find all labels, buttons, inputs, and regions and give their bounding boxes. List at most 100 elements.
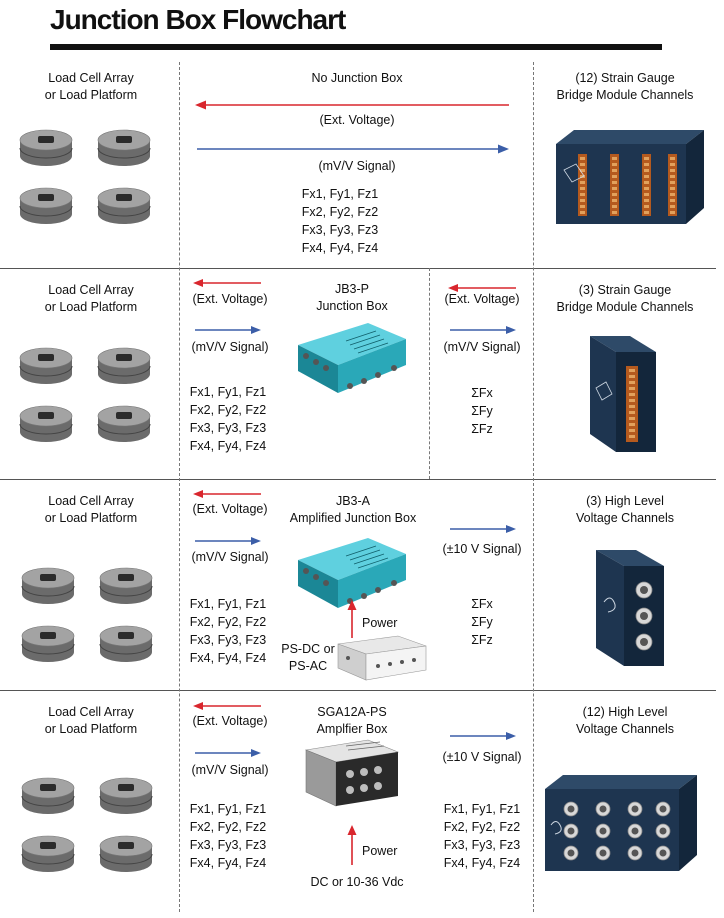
power-source-label: DC or 10-36 Vdc bbox=[310, 875, 404, 889]
load-cell-icon bbox=[21, 567, 75, 604]
load-cell-icon bbox=[19, 187, 73, 224]
load-cell-icon bbox=[21, 777, 75, 814]
bnc-connector-icon bbox=[655, 801, 671, 817]
page-title: Junction Box Flowchart bbox=[50, 4, 346, 35]
load-cell-icon bbox=[19, 347, 73, 384]
channel-item: Fx3, Fy3, Fz3 bbox=[189, 838, 267, 852]
channel-item: Fx1, Fy1, Fz1 bbox=[443, 802, 521, 816]
load-cell-icon bbox=[21, 835, 75, 872]
power-arrow bbox=[347, 600, 357, 638]
channel-list: Fx1, Fy1, Fz1 Fx2, Fy2, Fz2 Fx3, Fy3, Fz… bbox=[240, 185, 440, 257]
bnc-connector-icon bbox=[595, 801, 611, 817]
bnc-connector-icon bbox=[627, 845, 643, 861]
jb3-a-amplified-junction-box bbox=[298, 538, 406, 608]
channel-item: Fx1, Fy1, Fz1 bbox=[301, 187, 379, 201]
power-label: Power bbox=[362, 616, 398, 630]
signal-arrow bbox=[450, 525, 516, 533]
channel-item: Fx1, Fy1, Fz1 bbox=[189, 385, 267, 399]
load-cell-icon bbox=[99, 625, 153, 662]
channel-item: Fx2, Fy2, Fz2 bbox=[189, 403, 267, 417]
column-divider bbox=[429, 268, 430, 479]
load-cell-icon bbox=[97, 129, 151, 166]
ext-voltage-label: (Ext. Voltage) bbox=[192, 292, 268, 306]
channel-list: Fx1, Fy1, Fz1 Fx2, Fy2, Fz2 Fx3, Fy3, Fz… bbox=[434, 800, 530, 872]
signal-label: (mV/V Signal) bbox=[443, 340, 521, 354]
load-cell-icon bbox=[97, 405, 151, 442]
row-divider bbox=[0, 268, 716, 269]
channel-item: ΣFz bbox=[471, 633, 493, 647]
signal-label: (±10 V Signal) bbox=[442, 542, 522, 556]
power-supply bbox=[337, 635, 427, 681]
load-cell-icon bbox=[19, 405, 73, 442]
signal-label: (mV/V Signal) bbox=[191, 340, 269, 354]
channel-list: Fx1, Fy1, Fz1 Fx2, Fy2, Fz2 Fx3, Fy3, Fz… bbox=[180, 800, 276, 872]
load-cell-array bbox=[19, 129, 151, 224]
channel-item: Fx4, Fy4, Fz4 bbox=[443, 856, 521, 870]
channel-item: ΣFz bbox=[471, 422, 493, 436]
channel-item: Fx3, Fy3, Fz3 bbox=[189, 421, 267, 435]
center-title: No Junction Box bbox=[311, 71, 403, 85]
bridge-module-1 bbox=[590, 336, 656, 452]
load-cell-icon bbox=[97, 187, 151, 224]
column-divider bbox=[533, 62, 534, 912]
load-cell-icon bbox=[19, 129, 73, 166]
channel-list: Fx1, Fy1, Fz1 Fx2, Fy2, Fz2 Fx3, Fy3, Fz… bbox=[180, 595, 276, 667]
channel-item: Fx3, Fy3, Fz3 bbox=[443, 838, 521, 852]
ext-voltage-label: (Ext. Voltage) bbox=[192, 502, 268, 516]
bnc-connector-icon bbox=[627, 823, 643, 839]
signal-arrow bbox=[450, 326, 516, 334]
ext-voltage-arrow bbox=[195, 100, 509, 110]
load-cell-icon bbox=[97, 347, 151, 384]
bnc-connector-icon bbox=[595, 823, 611, 839]
channel-item: Fx1, Fy1, Fz1 bbox=[189, 597, 267, 611]
signal-arrow bbox=[450, 732, 516, 740]
signal-arrow bbox=[195, 749, 261, 757]
ext-voltage-label: (Ext. Voltage) bbox=[444, 292, 520, 306]
channel-item: ΣFx bbox=[471, 386, 493, 400]
bnc-connector-icon bbox=[635, 633, 653, 651]
ext-voltage-arrow bbox=[448, 284, 516, 292]
channel-item: ΣFx bbox=[471, 597, 493, 611]
signal-label: (mV/V Signal) bbox=[318, 159, 396, 173]
channel-item: Fx3, Fy3, Fz3 bbox=[189, 633, 267, 647]
channel-item: Fx1, Fy1, Fz1 bbox=[189, 802, 267, 816]
load-cell-array bbox=[21, 567, 153, 662]
ext-voltage-arrow bbox=[193, 279, 261, 287]
channel-item: Fx2, Fy2, Fz2 bbox=[189, 615, 267, 629]
sum-channel-list: ΣFx ΣFy ΣFz bbox=[434, 384, 530, 438]
load-cell-icon bbox=[99, 567, 153, 604]
bnc-connector-icon bbox=[563, 801, 579, 817]
bnc-connector-icon bbox=[627, 801, 643, 817]
high-level-module-1 bbox=[596, 550, 664, 666]
bnc-connector-icon bbox=[563, 845, 579, 861]
load-cell-array bbox=[19, 347, 151, 442]
bnc-connector-icon bbox=[655, 823, 671, 839]
signal-label: (±10 V Signal) bbox=[442, 750, 522, 764]
bnc-connector-icon bbox=[563, 823, 579, 839]
ext-voltage-label: (Ext. Voltage) bbox=[319, 113, 395, 127]
jb3-p-junction-box bbox=[298, 323, 406, 393]
load-cell-icon bbox=[99, 777, 153, 814]
signal-arrow bbox=[195, 326, 261, 334]
power-arrow bbox=[347, 825, 357, 865]
sga12a-ps-amplifier-box bbox=[304, 739, 400, 807]
channel-item: ΣFy bbox=[471, 615, 493, 629]
bnc-connector-icon bbox=[635, 581, 653, 599]
signal-label: (mV/V Signal) bbox=[191, 763, 269, 777]
column-divider bbox=[179, 62, 180, 912]
ext-voltage-arrow bbox=[193, 490, 261, 498]
bnc-connector-icon bbox=[655, 845, 671, 861]
high-level-module-4 bbox=[545, 775, 697, 871]
channel-item: Fx2, Fy2, Fz2 bbox=[301, 205, 379, 219]
bnc-connector-icon bbox=[595, 845, 611, 861]
